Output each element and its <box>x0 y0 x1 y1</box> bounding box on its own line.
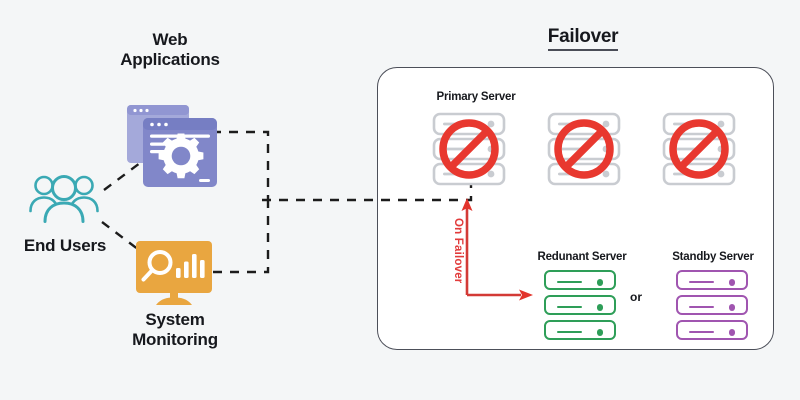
server-unit-dot <box>596 279 603 286</box>
server-unit-dot <box>596 304 603 311</box>
server-unit <box>544 320 616 340</box>
server-unit <box>544 295 616 315</box>
web-applications-label: Web Applications <box>120 30 220 70</box>
server-unit <box>676 295 748 315</box>
users-group-icon <box>22 170 106 230</box>
prohibition-icon <box>439 119 499 179</box>
standby-server-icon <box>676 270 748 345</box>
primary-server-3-icon <box>662 112 736 188</box>
connector-webapps-to-bus <box>212 130 270 200</box>
server-unit-bar <box>689 305 714 309</box>
server-unit <box>544 270 616 290</box>
server-unit-dot <box>728 329 735 336</box>
monitor-magnifier-chart-icon <box>134 240 214 306</box>
server-unit-dot <box>728 279 735 286</box>
server-unit-bar <box>557 280 582 284</box>
server-unit-dot <box>728 304 735 311</box>
page-title: Failover <box>503 26 663 51</box>
primary-server-1-icon <box>432 112 506 188</box>
browser-windows-gear-icon <box>126 104 218 188</box>
primary-server-label: Primary Server <box>436 91 516 103</box>
redunant-server-icon <box>544 270 616 345</box>
system-monitoring-label: System Monitoring <box>132 310 218 350</box>
server-unit-bar <box>689 280 714 284</box>
server-unit-dot <box>596 329 603 336</box>
page-title-text: Failover <box>547 26 619 51</box>
prohibition-icon <box>554 119 614 179</box>
prohibition-icon <box>669 119 729 179</box>
server-unit <box>676 320 748 340</box>
redunant-server-label: Redunant Server <box>537 251 627 263</box>
primary-server-2-icon <box>547 112 621 188</box>
server-unit-bar <box>557 305 582 309</box>
standby-server-label: Standby Server <box>672 251 754 263</box>
or-separator-label: or <box>630 290 642 304</box>
connector-monitoring-to-bus <box>213 200 270 274</box>
end-users-label: End Users <box>23 236 107 255</box>
server-unit-bar <box>557 330 582 334</box>
server-unit <box>676 270 748 290</box>
server-unit-bar <box>689 330 714 334</box>
on-failover-label: On Failover <box>452 218 464 284</box>
